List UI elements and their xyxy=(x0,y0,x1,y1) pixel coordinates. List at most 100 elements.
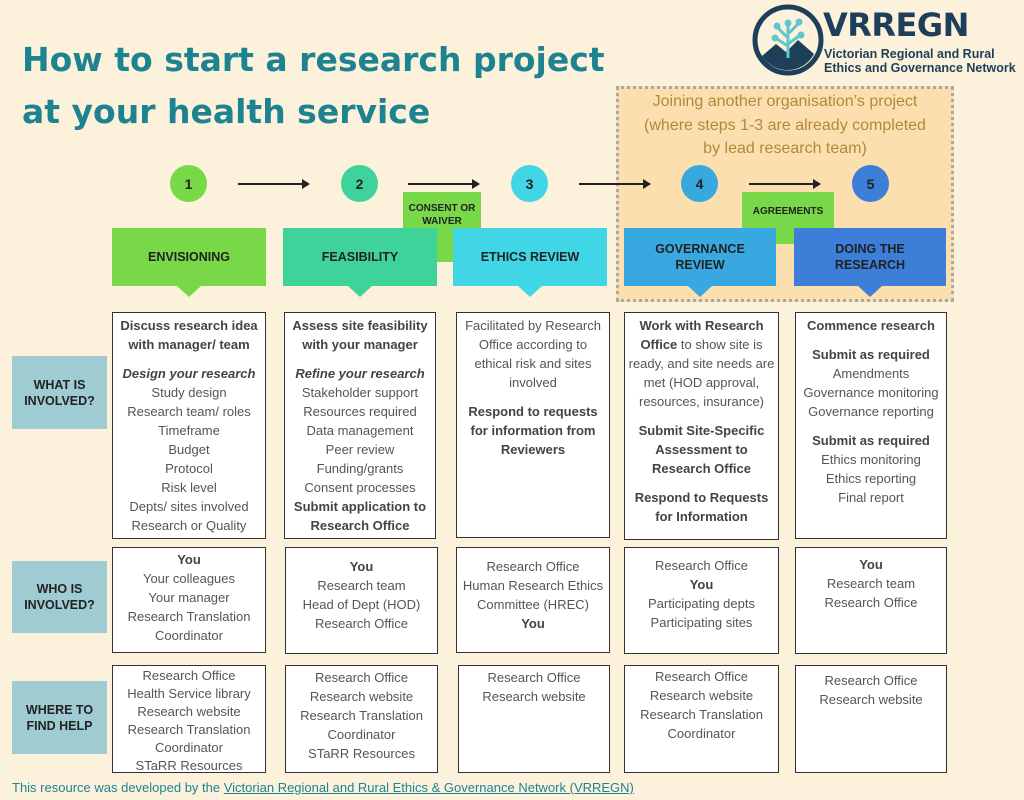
cell-line: Participating depts xyxy=(648,596,755,611)
cell-line: Research team/ roles xyxy=(127,404,251,419)
stage-feasibility: FEASIBILITY xyxy=(283,228,437,286)
cell-line: Refine your research xyxy=(295,366,425,381)
cell-line: Peer review xyxy=(325,442,395,457)
step-5-circle: 5 xyxy=(852,165,889,202)
cell-line: Research Office xyxy=(652,461,751,476)
arrow-1-2 xyxy=(238,179,310,189)
stage-envisioning: ENVISIONING xyxy=(112,228,266,286)
cell-line: Ethics reporting xyxy=(825,471,917,486)
cell-line: Committee (HREC) xyxy=(477,597,589,612)
cell-line: You xyxy=(177,552,201,567)
logo-subtitle: Victorian Regional and Rural Ethics and … xyxy=(824,47,1016,75)
stage-ethics-review: ETHICS REVIEW xyxy=(453,228,607,286)
spacer xyxy=(625,478,778,488)
spacer xyxy=(113,354,265,364)
cell-line: Research Translation xyxy=(640,707,763,722)
cell-line: Design your research xyxy=(122,366,256,381)
logo-name: VRREGN xyxy=(823,6,969,44)
title-line-2: at your health service xyxy=(22,92,431,131)
cell-line: Resources required xyxy=(303,404,417,419)
cell-line: Research Office xyxy=(655,669,748,684)
cell-line: Stakeholder support xyxy=(301,385,419,400)
cell-line: involved xyxy=(509,375,557,390)
cell-line: Research or Quality xyxy=(131,518,247,533)
cell-line: Research Office xyxy=(315,670,408,685)
cell-line: Research website xyxy=(309,689,414,704)
cell-line: Submit Site-Specific xyxy=(638,423,765,438)
cell-line: Coordinator xyxy=(155,740,223,755)
stage-feasibility-pointer xyxy=(348,286,372,297)
cell-line: Respond to requests xyxy=(468,404,598,419)
cell-line: Submit as required xyxy=(812,347,930,362)
stage-ethics-review-pointer xyxy=(518,286,542,297)
page-title: How to start a research project at your … xyxy=(22,34,622,138)
vrregn-link[interactable]: Victorian Regional and Rural Ethics & Go… xyxy=(223,780,634,795)
step-3-circle: 3 xyxy=(511,165,548,202)
cell-line: with your manager xyxy=(302,337,418,352)
cell-line: Research Office xyxy=(142,668,236,683)
cell-line: Governance monitoring xyxy=(803,385,939,400)
cell-line: Facilitated by Research xyxy=(465,318,601,333)
spacer xyxy=(796,421,946,431)
cell-line: Research website xyxy=(482,689,586,704)
cell-line: Coordinator xyxy=(155,628,223,643)
cell-line: Budget xyxy=(168,442,210,457)
cell-line: resources, insurance) xyxy=(639,394,764,409)
cell-line: You xyxy=(521,616,545,631)
arrow-2-3 xyxy=(408,179,480,189)
spacer xyxy=(625,411,778,421)
cell-line: Ethics monitoring xyxy=(821,452,921,467)
spacer xyxy=(796,335,946,345)
cell-line: Research Translation xyxy=(127,722,251,737)
cell-line: ethical risk and sites xyxy=(474,356,592,371)
cell-line: Human Research Ethics xyxy=(462,578,604,593)
cell-line: Your manager xyxy=(148,590,230,605)
cell-line: Study design xyxy=(151,385,227,400)
joining-project-note: Joining another organisation’s project (… xyxy=(644,93,926,157)
spacer xyxy=(457,392,609,402)
cell-line: Research Office xyxy=(487,670,581,685)
title-line-1: How to start a research project xyxy=(22,40,605,79)
spacer xyxy=(285,354,435,364)
cell-line: Research Office xyxy=(824,595,918,610)
cell-line: Assess site feasibility xyxy=(292,318,428,333)
cell-line: Consent processes xyxy=(304,480,416,495)
cell-line: STaRR Resources xyxy=(308,746,415,761)
cell-line: Research team xyxy=(826,576,916,591)
footer-prefix: This resource was developed by the xyxy=(12,780,224,795)
cell-line: Coordinator xyxy=(327,727,396,742)
cell-line: You xyxy=(859,557,883,572)
cell-line: Research Office xyxy=(315,616,408,631)
cell-line: Research Office xyxy=(486,559,580,574)
cell-line: STaRR Resources xyxy=(135,758,243,773)
cell-line: Research website xyxy=(649,688,754,703)
cell-line: ready, and site needs are xyxy=(628,356,775,371)
cell-line: Research Office xyxy=(824,673,918,688)
cell-line: Depts/ sites involved xyxy=(129,499,249,514)
cell-line: Funding/grants xyxy=(316,461,404,476)
cell-line: Office according to xyxy=(478,337,588,352)
cell-line: Research Translation xyxy=(127,609,251,624)
arrow-3-4 xyxy=(579,179,651,189)
cell-line: Reviewers xyxy=(500,442,566,457)
cell-line: Head of Dept (HOD) xyxy=(302,597,421,612)
arrow-4-5 xyxy=(749,179,821,189)
vrregn-logo-icon xyxy=(752,4,824,76)
cell-line: Amendments xyxy=(832,366,910,381)
step-2-circle: 2 xyxy=(341,165,378,202)
